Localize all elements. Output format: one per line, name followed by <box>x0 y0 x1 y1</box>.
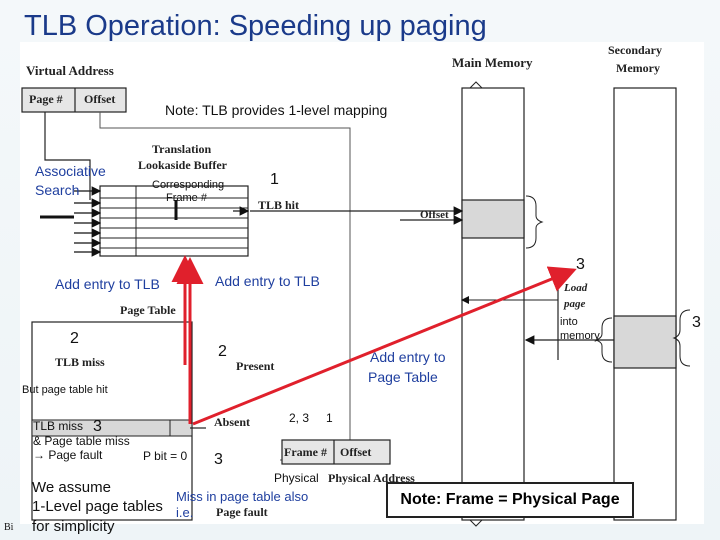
absent-label: Absent <box>214 415 251 429</box>
steps-2-3-label: 2, 3 <box>289 411 310 425</box>
tlb-miss-small-label: TLB miss <box>33 419 84 433</box>
page-table-hit-note: But page table hit <box>22 384 108 396</box>
note-frame-box: Note: Frame = Physical Page <box>386 482 634 518</box>
step-1-label: 1 <box>270 171 279 188</box>
offset-cell-2: Offset <box>340 445 372 459</box>
virtual-address-box <box>21 87 127 113</box>
search-label: Search <box>35 182 80 198</box>
physical-address-label: Physical Address <box>328 471 415 485</box>
load-page-label-1: Load <box>564 282 588 294</box>
tlb-miss-label: TLB miss <box>55 355 105 369</box>
add-tlb-left-label: Add entry to TLB <box>55 276 160 292</box>
present-label: Present <box>236 359 275 373</box>
ie-label: i.e. <box>176 505 194 520</box>
offset-cell: Offset <box>84 92 116 106</box>
assumption-line-1: We assume <box>32 479 111 496</box>
step-2-mid-label: 2 <box>218 343 227 360</box>
frame-number-hint: Frame # <box>166 192 207 204</box>
virtual-address-label: Virtual Address <box>26 63 114 78</box>
associative-label: Associative <box>35 163 106 179</box>
step-2-left-label: 2 <box>70 330 79 347</box>
footer-fragment: Bi <box>4 522 14 533</box>
add-page-table-label-2: Page Table <box>368 369 438 385</box>
step-3-right-label: 3 <box>692 314 701 331</box>
add-tlb-mid-label: Add entry to TLB <box>215 273 320 289</box>
page-table <box>31 321 193 521</box>
miss-page-table-label: Miss in page table also <box>176 489 309 504</box>
tlb-title-2: Lookaside Buffer <box>138 158 228 172</box>
physical-prefix-label: Physical <box>274 471 319 485</box>
frame-number-cell: Frame # <box>284 445 327 459</box>
secondary-memory-column <box>613 87 677 521</box>
memory-label: memory <box>560 330 600 342</box>
present-bit-label: P bit = 0 <box>143 449 188 463</box>
page-fault-small-label: → Page fault <box>33 448 103 462</box>
step-1-bottom-label: 1 <box>326 411 333 425</box>
tlb-title-1: Translation <box>152 142 212 156</box>
page-table-miss-label: & Page table miss <box>33 434 130 448</box>
assumption-line-3: for simplicity <box>32 518 115 535</box>
step-3-small-label: 3 <box>93 418 102 435</box>
note-tlb-annotation: Note: TLB provides 1-level mapping <box>165 102 388 118</box>
tlb-hit-label: TLB hit <box>258 198 300 212</box>
step-3-top-label: 3 <box>576 256 585 273</box>
note-frame-text: Note: Frame = Physical Page <box>400 491 620 508</box>
step-3-bottom-label: 3 <box>214 451 223 468</box>
offset-memory-label: Offset <box>420 209 449 221</box>
corresponding-label: Corresponding <box>152 179 225 191</box>
into-label: into <box>560 316 578 328</box>
slide-title: TLB Operation: Speeding up paging <box>24 10 487 42</box>
load-page-label-2: page <box>564 298 586 310</box>
page-table-label: Page Table <box>120 303 176 317</box>
main-memory-label: Main Memory <box>452 55 533 70</box>
secondary-memory-label-2: Memory <box>616 61 660 75</box>
add-page-table-label-1: Add entry to <box>370 349 446 365</box>
page-number-cell: Page # <box>29 92 63 106</box>
page-fault-label: Page fault <box>216 505 268 519</box>
assumption-line-2: 1-Level page tables <box>32 498 163 515</box>
physical-address-box <box>281 439 391 465</box>
secondary-memory-label-1: Secondary <box>608 43 662 57</box>
